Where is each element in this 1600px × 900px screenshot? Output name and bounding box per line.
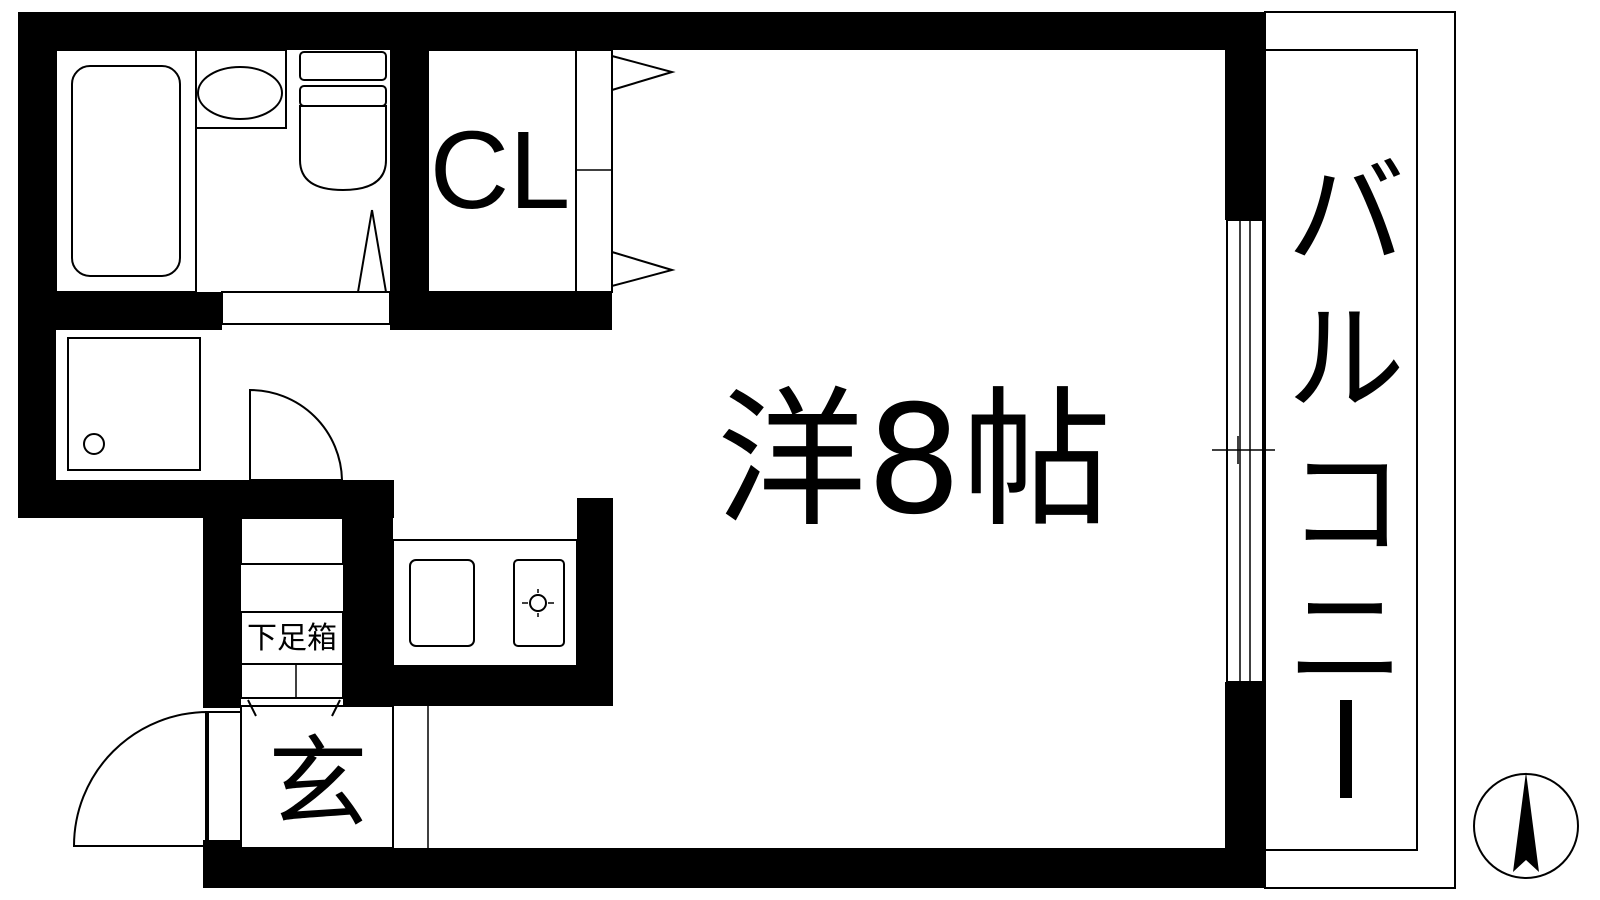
shoe-box-label: 下足箱 — [247, 621, 337, 656]
closet: CL — [427, 49, 676, 293]
wall-bottom — [203, 848, 1240, 888]
toilet-icon — [299, 51, 387, 192]
front-door — [72, 710, 242, 847]
washbasin-icon — [195, 49, 287, 129]
wall-bath-closet — [390, 12, 428, 330]
wall-closet-bottom — [390, 292, 612, 330]
window-frame — [1226, 219, 1264, 683]
wall-top — [18, 12, 1240, 50]
balcony-char-3: コ — [1287, 435, 1405, 573]
balcony-char-5-bar — [1340, 700, 1352, 798]
stove-burner-icon — [513, 559, 565, 647]
wall-entry-left — [203, 518, 241, 708]
bathroom-door — [221, 209, 391, 325]
wall-bottom-left-stub — [203, 840, 241, 888]
walls — [18, 12, 1265, 888]
north-arrow-icon — [1473, 772, 1579, 879]
wall-right-lower — [1225, 682, 1265, 888]
wall-left-bottom — [18, 480, 394, 518]
hall-door — [240, 388, 344, 565]
entrance: 玄 — [72, 699, 429, 849]
balcony-char-2: ル — [1287, 290, 1405, 428]
balcony-inner — [1264, 49, 1418, 851]
kitchen — [392, 539, 578, 667]
shoe-box: 下足箱 — [240, 611, 344, 699]
closet-label: CL — [430, 109, 571, 232]
kitchen-sink-icon — [409, 559, 475, 647]
bathtub-icon — [55, 49, 197, 293]
balcony-char-4: ニ — [1287, 570, 1405, 708]
balcony-char-1: バ — [1287, 145, 1405, 283]
wall-kitchen-bottom — [343, 666, 613, 706]
washing-machine-pan-icon — [67, 337, 201, 471]
wall-left — [18, 12, 56, 518]
bathroom — [55, 49, 391, 325]
wall-bath-bottom-left — [18, 292, 222, 330]
balcony-window — [1212, 219, 1275, 683]
main-room-label: 洋8帖 — [716, 374, 1111, 548]
entrance-label: 玄 — [268, 725, 368, 842]
wall-right-upper — [1225, 12, 1265, 220]
balcony: バ ル コ ニ — [1264, 11, 1456, 889]
